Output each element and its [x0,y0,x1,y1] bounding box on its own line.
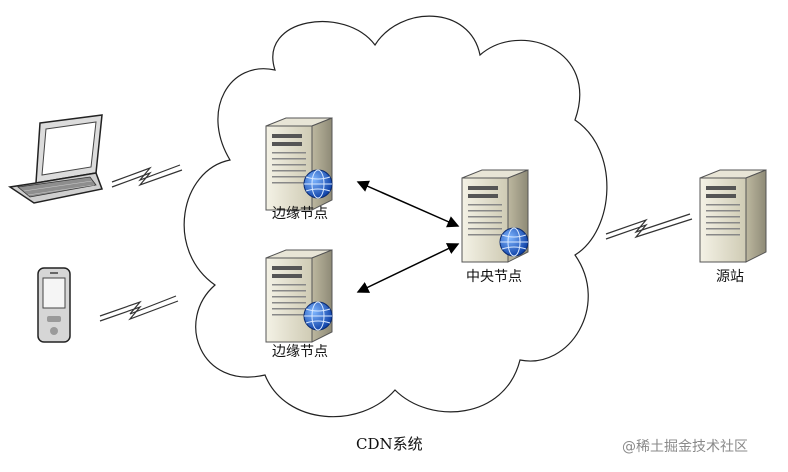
origin-server-icon [699,169,767,263]
link-edge-top-central [356,180,460,228]
edge-node-bottom [265,249,333,343]
wireless-link-origin [605,213,693,240]
globe-icon [303,169,333,199]
diagram-caption: CDN系统 [356,435,423,453]
mobile-phone-icon [37,267,71,343]
cdn-cloud-boundary [183,15,608,418]
central-node [461,169,529,263]
watermark: @稀土掘金技术社区 [622,439,748,455]
wireless-link-phone [99,295,179,322]
wireless-link-laptop [111,164,183,188]
origin-label: 源站 [716,269,744,285]
edge-node-top [265,117,333,211]
globe-icon [303,301,333,331]
link-edge-bottom-central [356,243,460,293]
laptop-icon [7,114,104,204]
globe-icon [499,227,529,257]
edge-node-bottom-label: 边缘节点 [272,344,328,360]
central-node-label: 中央节点 [466,269,522,285]
edge-node-top-label: 边缘节点 [272,206,328,222]
